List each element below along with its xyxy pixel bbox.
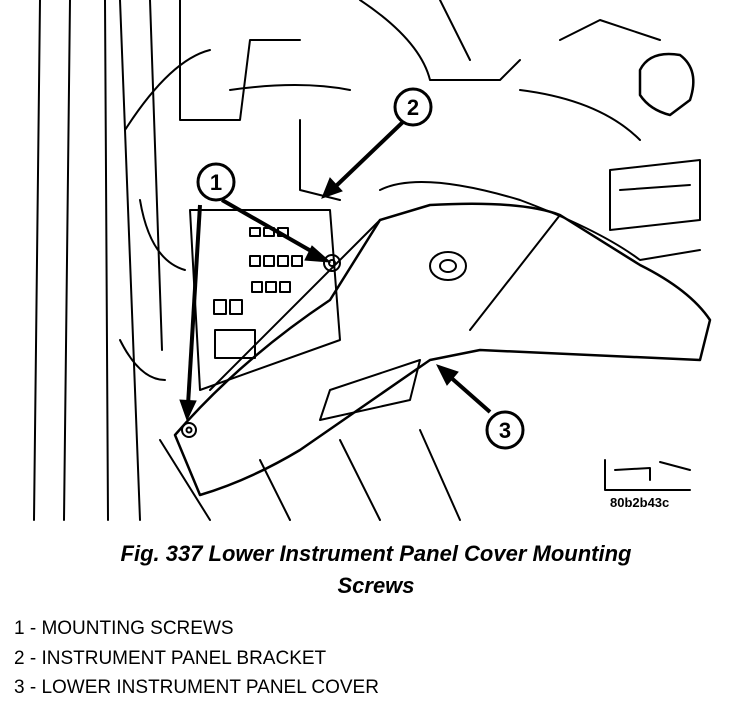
image-code: 80b2b43c — [610, 495, 669, 510]
callout-1: 1 — [196, 162, 236, 202]
callout-legend: 1 - MOUNTING SCREWS 2 - INSTRUMENT PANEL… — [14, 614, 379, 703]
svg-text:3: 3 — [499, 418, 511, 443]
arrow-leader-1a — [221, 198, 332, 263]
fuse-block — [189, 209, 341, 391]
legend-item: 3 - LOWER INSTRUMENT PANEL COVER — [14, 677, 379, 698]
legend-item: 1 - MOUNTING SCREWS — [14, 618, 234, 639]
instrument-panel-line-drawing: 1 2 3 80b2b43c — [33, 0, 712, 521]
callout-3: 3 — [485, 410, 525, 450]
caption-line-1: Fig. 337 Lower Instrument Panel Cover Mo… — [120, 541, 632, 566]
dash-structure — [179, 0, 701, 261]
mounting-screw — [323, 254, 341, 272]
inset-detail — [604, 459, 691, 491]
arrow-leader-3 — [436, 364, 492, 414]
a-pillar — [33, 0, 211, 521]
svg-text:1: 1 — [210, 170, 222, 195]
arrow-leader-2 — [321, 118, 407, 199]
svg-text:2: 2 — [407, 95, 419, 120]
figure-caption: Fig. 337 Lower Instrument Panel Cover Mo… — [0, 538, 752, 602]
arrow-leader-1b — [179, 204, 202, 422]
caption-line-2: Screws — [337, 573, 415, 598]
callout-2: 2 — [393, 87, 433, 127]
lower-instrument-panel-cover — [159, 202, 712, 521]
legend-item: 2 - INSTRUMENT PANEL BRACKET — [14, 647, 327, 669]
mounting-screw — [181, 422, 197, 438]
